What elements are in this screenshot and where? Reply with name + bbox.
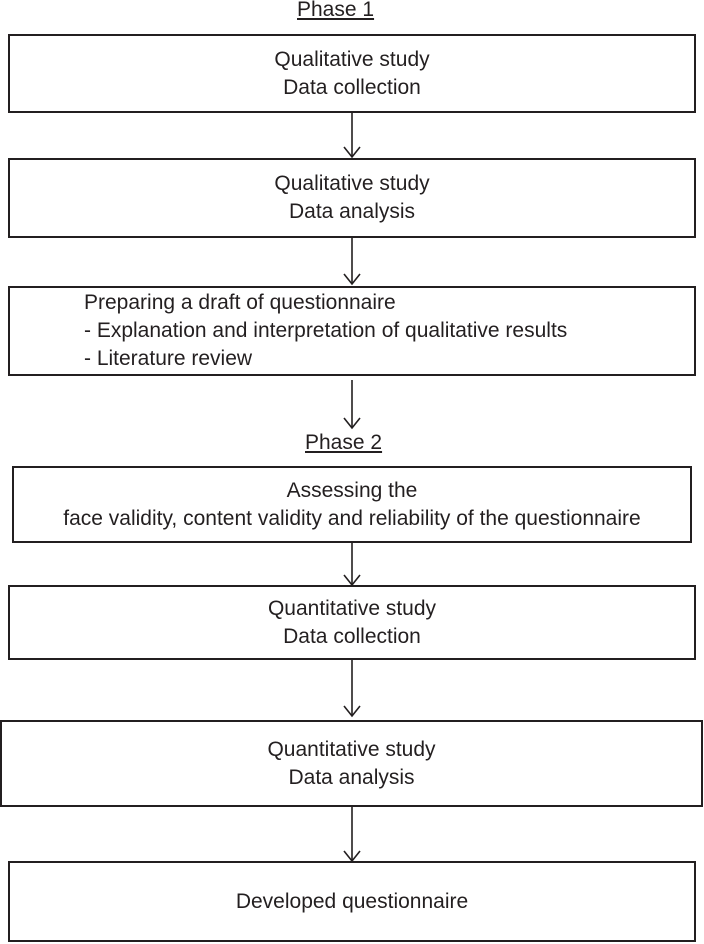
step-title: Quantitative study	[267, 737, 436, 761]
step-title: Qualitative study	[274, 172, 430, 195]
step-subtitle: Data collection	[283, 624, 421, 648]
step-title: Developed questionnaire	[235, 889, 469, 913]
step-title: Qualitative study	[274, 47, 430, 71]
step-assess-validity-reliability: Assessing the face validity, content val…	[12, 466, 692, 543]
arrow-down-icon	[343, 543, 361, 587]
arrow-down-icon	[343, 113, 361, 159]
step-bullet: - Literature review	[84, 347, 253, 370]
arrow-down-icon	[343, 380, 361, 430]
step-subtitle: Data analysis	[288, 200, 416, 223]
step-title: Assessing the	[286, 478, 418, 502]
step-subtitle: face validity, content validity and reli…	[63, 506, 641, 530]
step-bullet: - Explanation and interpretation of qual…	[84, 319, 568, 342]
step-qualitative-data-analysis: Qualitative study Data analysis	[8, 158, 696, 238]
step-quantitative-data-analysis: Quantitative study Data analysis	[0, 720, 703, 807]
step-title: Preparing a draft of questionnaire	[84, 291, 396, 314]
arrow-down-icon	[343, 238, 361, 286]
step-quantitative-data-collection: Quantitative study Data collection	[8, 585, 696, 660]
step-draft-questionnaire: Preparing a draft of questionnaire - Exp…	[8, 286, 696, 376]
step-title: Quantitative study	[267, 596, 437, 620]
step-developed-questionnaire: Developed questionnaire	[8, 861, 696, 942]
arrow-down-icon	[343, 807, 361, 863]
step-subtitle: Data analysis	[288, 765, 415, 789]
phase-1-label: Phase 1	[297, 0, 375, 21]
step-subtitle: Data collection	[283, 75, 421, 99]
phase-2-label: Phase 2	[305, 431, 383, 454]
step-qualitative-data-collection: Qualitative study Data collection	[8, 34, 696, 113]
arrow-down-icon	[343, 660, 361, 718]
